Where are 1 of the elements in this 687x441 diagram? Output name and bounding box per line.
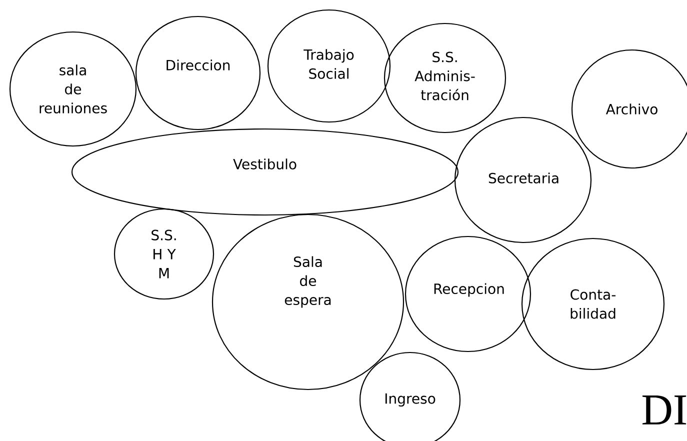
heading-text: DI	[642, 396, 686, 424]
